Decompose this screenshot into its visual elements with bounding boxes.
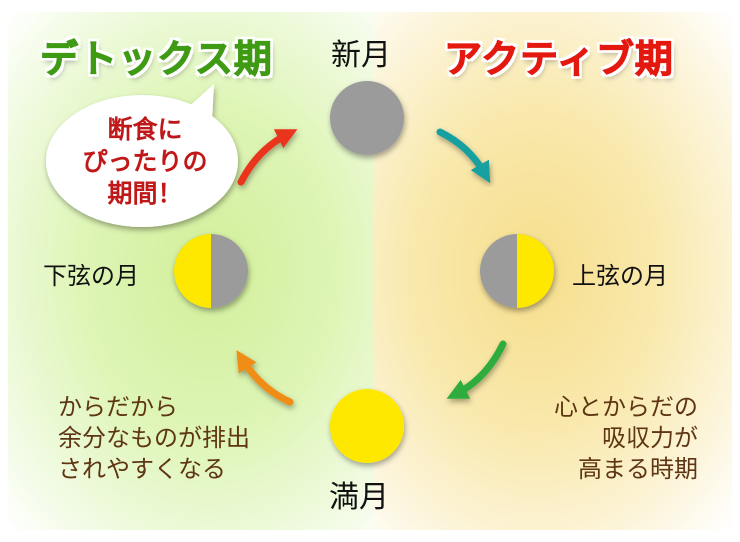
description-line: 高まる時期 [578,455,698,483]
full-moon-label: 満月 [329,480,389,515]
detox-phase-title: デトックス期 [40,37,273,82]
description-line: 吸収力が [602,424,698,452]
first-quarter-moon-label: 上弦の月 [572,262,668,290]
arrow-to-new-moon-icon [237,129,298,186]
bubble-line: 期間！ [107,179,183,208]
full-moon-icon [330,389,404,463]
bubble-line: ぴったりの [82,147,208,176]
last-quarter-moon-label: 下弦の月 [43,262,139,290]
arrow-to-last-quarter-icon [236,350,294,406]
arrow-to-full-moon-icon [446,340,507,399]
speech-bubble [46,84,238,227]
active-description: 心とからだの 吸収力が 高まる時期 [554,392,698,485]
description-line: からだから [58,393,178,421]
detox-description: からだから 余分なものが排出 されやすくなる [58,392,250,485]
description-line: されやすくなる [58,455,226,483]
arrow-to-first-quarter-icon [436,128,491,184]
first-quarter-moon-icon [480,234,554,308]
bubble-line: 断食に [107,115,183,144]
description-line: 余分なものが排出 [58,424,250,452]
last-quarter-moon-icon [174,234,248,308]
new-moon-label: 新月 [331,38,391,73]
description-line: 心とからだの [554,393,698,421]
new-moon-icon [330,81,404,155]
bubble-text: 断食に ぴったりの 期間！ [70,114,220,210]
active-phase-title: アクティブ期 [444,37,674,82]
